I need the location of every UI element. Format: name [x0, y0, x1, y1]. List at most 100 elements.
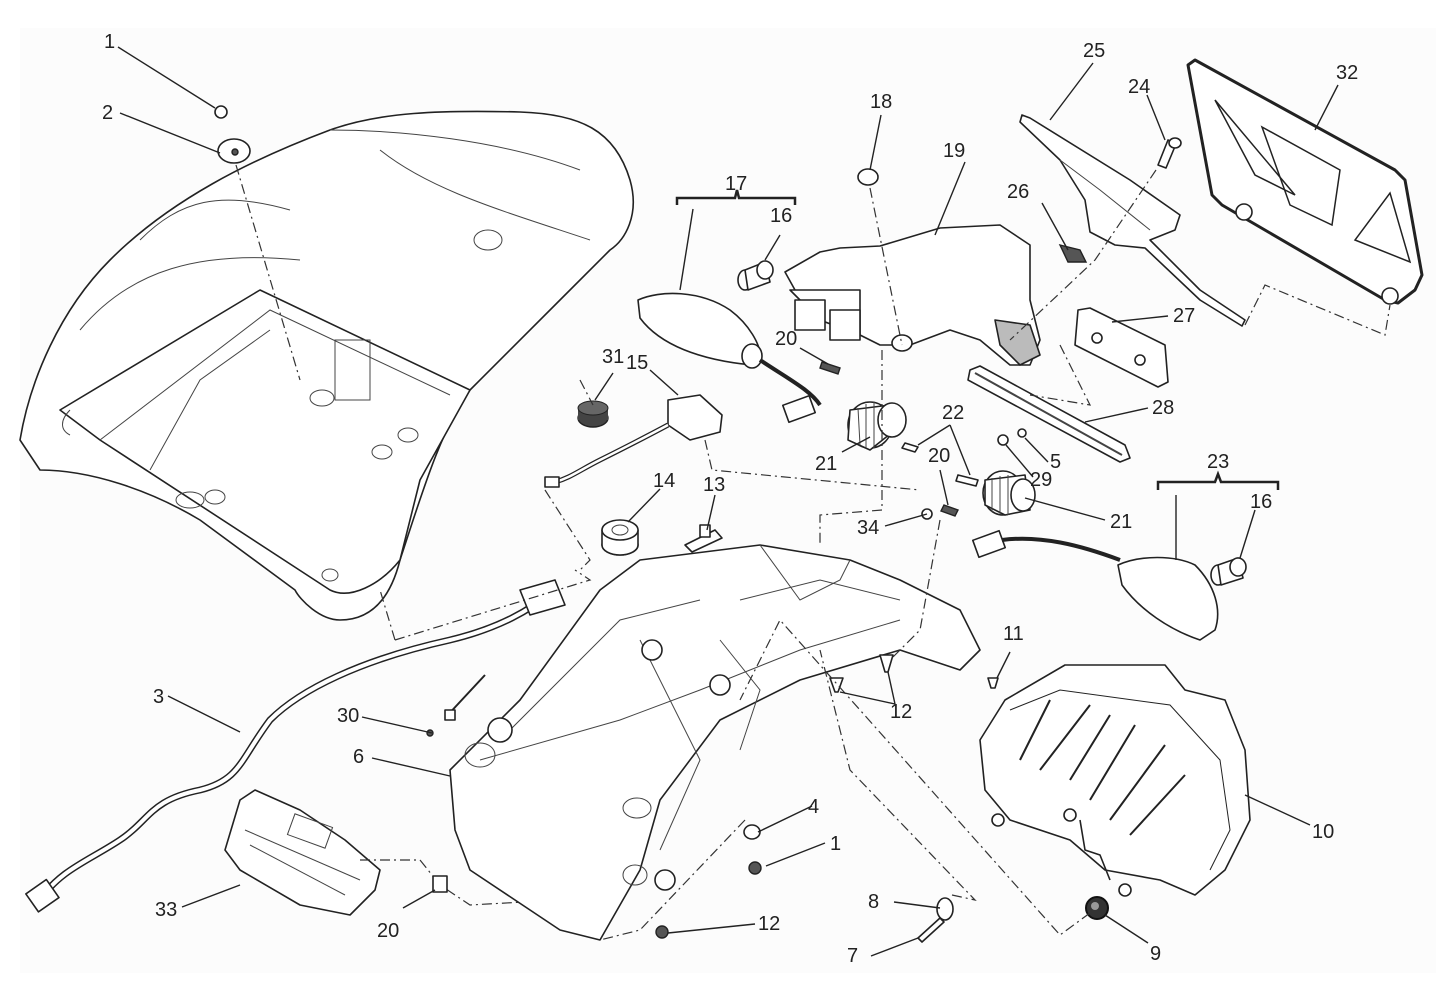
clip-part: [699, 524, 711, 538]
callout-16-left: 16: [770, 205, 792, 227]
wiring-harness: [25, 579, 566, 913]
callout-25: 25: [1083, 40, 1105, 62]
turn-signal-right: [971, 529, 1219, 641]
clip-part: [819, 361, 841, 375]
callout-34: 34: [857, 517, 879, 539]
callout-18: 18: [870, 91, 892, 113]
callout-3: 3: [153, 686, 164, 708]
clip-part: [432, 875, 448, 893]
light-unit: [544, 394, 723, 488]
screw-part: [829, 677, 844, 693]
assembly-line: [579, 379, 594, 406]
callout-labels: 1 2 3 1 4 5 6 7 8 9 10 11 12 12 13 14 15…: [102, 31, 1358, 967]
group-bracket-17: [675, 189, 797, 205]
callout-1-bottom: 1: [830, 833, 841, 855]
callout-21-left: 21: [815, 453, 837, 475]
callout-22: 22: [942, 402, 964, 424]
callout-19: 19: [943, 140, 965, 162]
callout-20-top: 20: [775, 328, 797, 350]
seat-tail-cover: [19, 110, 634, 621]
callout-23: 23: [1207, 451, 1229, 473]
callout-12-bottom: 12: [758, 913, 780, 935]
screw-part: [901, 442, 919, 453]
license-plate-holder: [1019, 114, 1246, 327]
turn-signal-left: [637, 292, 822, 424]
callout-14: 14: [653, 470, 675, 492]
bulb: [1210, 557, 1247, 586]
assembly-line: [1244, 284, 1391, 336]
assembly-line: [739, 618, 1091, 936]
rubber-damper: [982, 470, 1036, 516]
rubber-cap: [577, 400, 609, 428]
washer-part: [936, 897, 954, 921]
bulb: [737, 260, 774, 291]
screw-part: [879, 654, 894, 673]
plate-light-bar: [967, 365, 1131, 463]
clip-part: [1058, 243, 1088, 263]
callout-2: 2: [102, 102, 113, 124]
assembly-line: [544, 489, 591, 571]
callout-24: 24: [1128, 76, 1150, 98]
screw-part: [857, 168, 879, 186]
rubber-damper: [847, 401, 907, 451]
callout-12-right: 12: [890, 701, 912, 723]
assembly-line: [704, 439, 921, 491]
assembly-line: [360, 859, 561, 906]
callout-11: 11: [1003, 623, 1024, 645]
callout-8: 8: [868, 891, 879, 913]
callout-30: 30: [337, 705, 359, 727]
screw-part: [917, 917, 945, 943]
screw-part: [655, 925, 669, 939]
nut-part: [997, 434, 1009, 446]
screw-part: [748, 861, 762, 875]
callout-29: 29: [1030, 469, 1052, 491]
assembly-line: [1009, 169, 1157, 341]
callout-4: 4: [808, 796, 819, 818]
callout-27: 27: [1173, 305, 1195, 327]
front-cover: [224, 789, 381, 916]
light-cover: [784, 224, 1041, 366]
screw-part: [955, 474, 979, 487]
plate-light: [1074, 307, 1169, 388]
assembly-line: [379, 569, 592, 641]
callout-10: 10: [1312, 821, 1334, 843]
callout-20-mid: 20: [928, 445, 950, 467]
tail-light: [979, 664, 1251, 897]
callout-6: 6: [353, 746, 364, 768]
screw-part: [214, 105, 251, 164]
callout-1-top: 1: [104, 31, 115, 53]
callout-7: 7: [847, 945, 858, 967]
callout-28: 28: [1152, 397, 1174, 419]
screw-part: [987, 677, 999, 689]
callout-26: 26: [1007, 181, 1029, 203]
callout-33: 33: [155, 899, 177, 921]
assembly-line: [235, 164, 301, 381]
rubber-grommet: [601, 519, 639, 556]
assembly-line: [1029, 344, 1092, 406]
assembly-line: [889, 519, 941, 661]
callout-9: 9: [1150, 943, 1161, 965]
assembly-line: [819, 350, 883, 545]
license-plate: [1186, 58, 1424, 305]
assembly-line: [869, 187, 903, 346]
screw-part: [1168, 137, 1182, 149]
grommet-part: [743, 824, 761, 840]
callout-20-bottom: 20: [377, 920, 399, 942]
cable-tie: [426, 674, 486, 737]
leader-lines: [117, 46, 1339, 957]
callout-17: 17: [725, 173, 747, 195]
callout-5: 5: [1050, 451, 1061, 473]
assembly-line: [819, 649, 977, 902]
callout-32: 32: [1336, 62, 1358, 84]
knob: [1085, 896, 1109, 920]
callout-21-right: 21: [1110, 511, 1132, 533]
group-bracket-23: [1156, 470, 1280, 490]
callout-31: 31: [602, 346, 624, 368]
callout-16-right: 16: [1250, 491, 1272, 513]
rear-undertray: [449, 544, 981, 941]
callout-15: 15: [626, 352, 648, 374]
washer-part: [1017, 428, 1027, 438]
clip-part: [940, 504, 959, 517]
callout-13: 13: [703, 474, 725, 496]
